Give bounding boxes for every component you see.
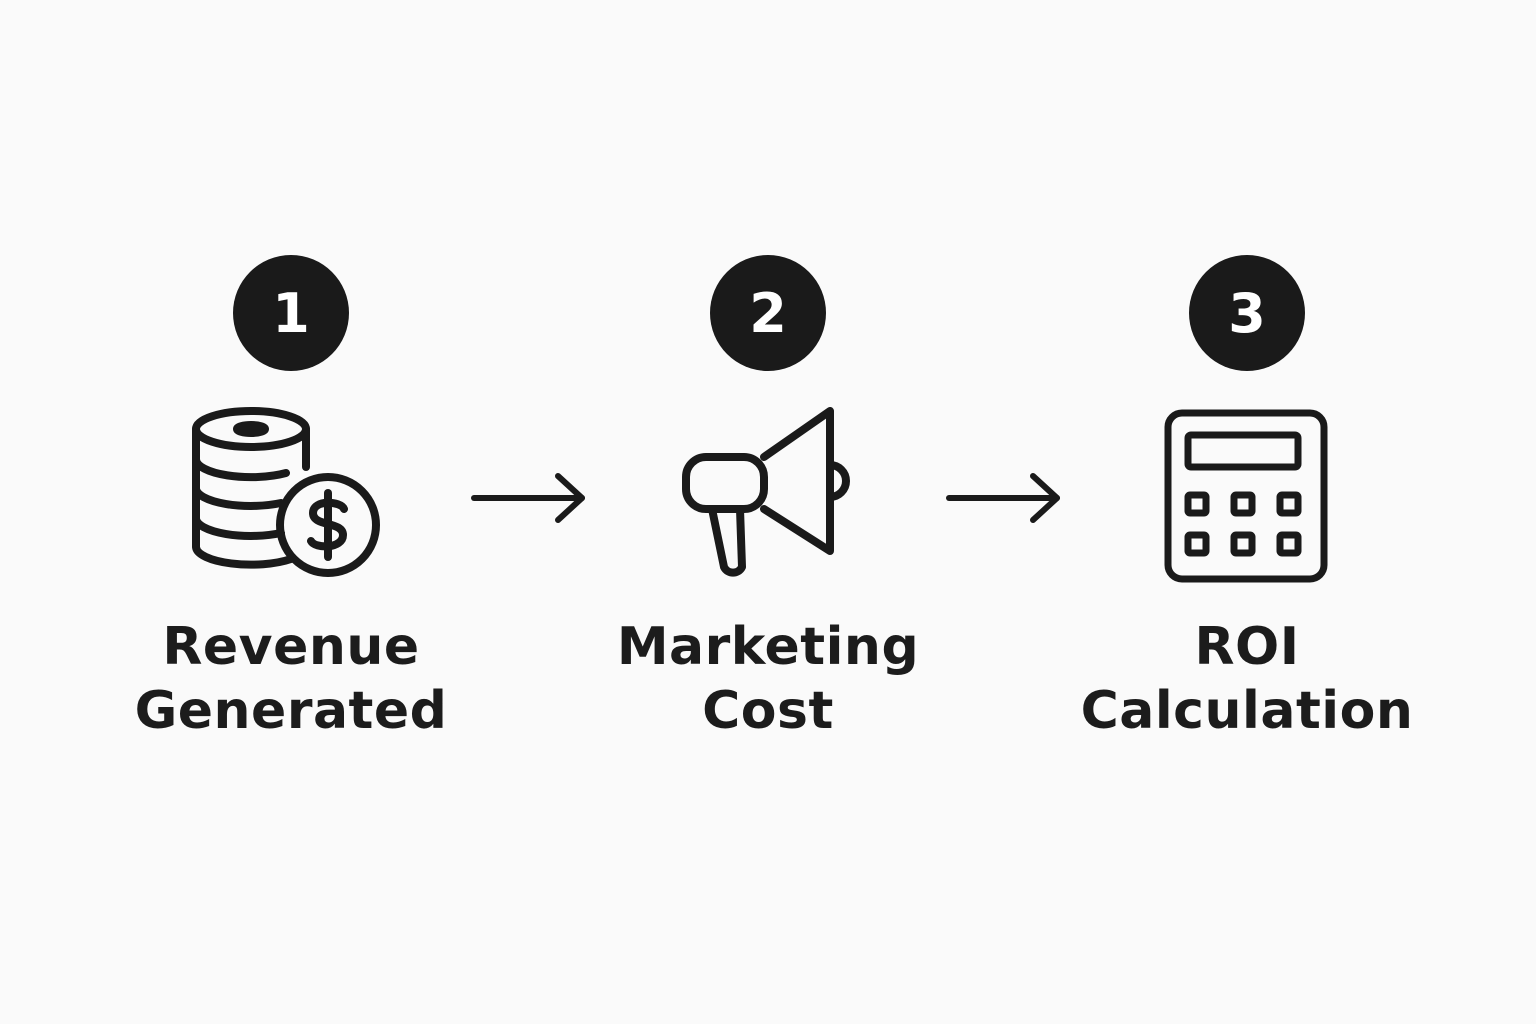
arrow-right-icon [946,473,1060,523]
step-number-badge: 3 [1189,255,1305,371]
step-number: 2 [749,281,787,345]
step-number-badge: 1 [233,255,349,371]
megaphone-icon [598,407,938,587]
step-label-line1: ROI [1194,617,1300,677]
step-roi: 3 ROI Calculation [1077,255,1417,743]
coins-dollar-icon [121,407,461,587]
step-label: Marketing Cost [598,615,938,743]
step-label-line2: Calculation [1080,681,1414,741]
step-label-line2: Generated [134,681,448,741]
calculator-icon [1077,407,1417,587]
step-number: 3 [1228,281,1266,345]
step-label: Revenue Generated [121,615,461,743]
step-number: 1 [272,281,310,345]
step-label: ROI Calculation [1077,615,1417,743]
step-label-line2: Cost [702,681,834,741]
step-label-line1: Revenue [162,617,420,677]
step-revenue: 1 Revenue Generated [121,255,461,743]
step-number-badge: 2 [710,255,826,371]
step-marketing: 2 Marketing Cost [598,255,938,743]
arrow-right-icon [471,473,585,523]
step-label-line1: Marketing [616,617,920,677]
